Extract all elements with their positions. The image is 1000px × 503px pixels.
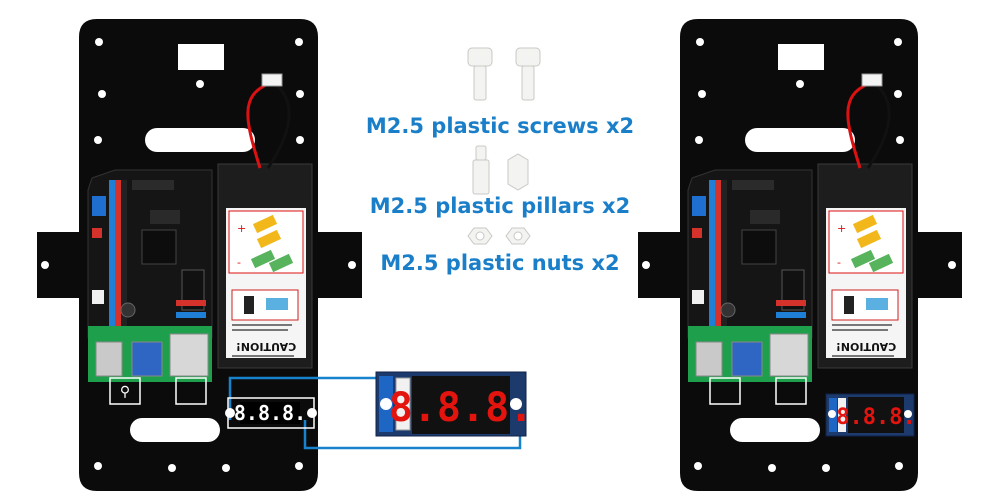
svg-text:+: +: [837, 222, 846, 235]
right-caution-label: CAUTION!: [836, 340, 896, 353]
plastic-screw-icon: [467, 47, 541, 101]
svg-text:-: -: [837, 256, 841, 269]
plastic-nut-icon: [467, 227, 531, 245]
screws-caption: M2.5 plastic screws x2: [365, 114, 635, 138]
nuts-caption: M2.5 plastic nuts x2: [380, 251, 620, 275]
left-caution-label: CAUTION!: [236, 340, 296, 353]
pillars-caption: M2.5 plastic pillars x2: [369, 194, 631, 218]
svg-text:-: -: [237, 256, 241, 269]
plastic-pillar-icon: [472, 145, 529, 195]
large-readout: 8.8.8.: [389, 385, 534, 431]
svg-text:⚲: ⚲: [120, 384, 130, 400]
right-readout: 8.8.8.: [836, 405, 915, 430]
left-small-readout: 8.8.8.: [234, 401, 306, 425]
svg-text:+: +: [237, 222, 246, 235]
